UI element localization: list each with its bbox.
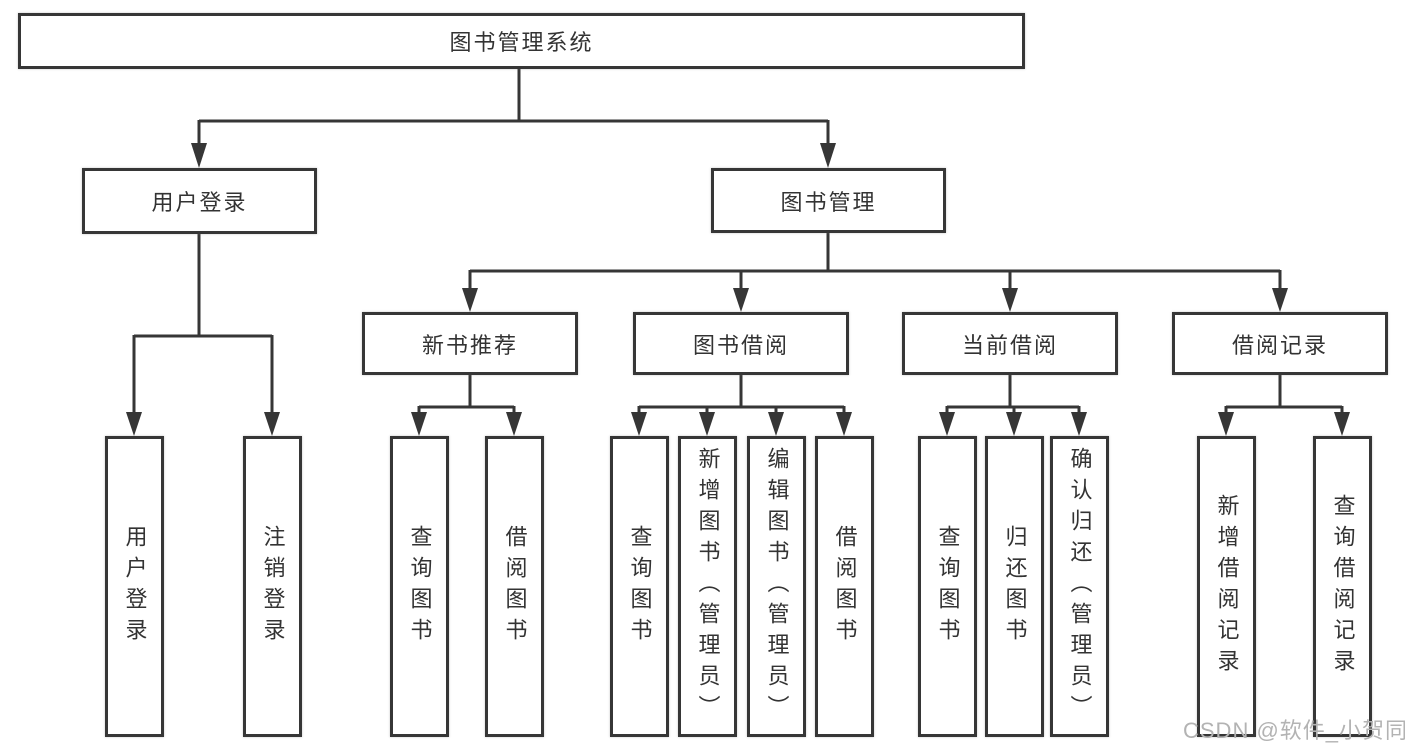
leaf-confirm-return-admin: 确认归还（管理员） xyxy=(1050,436,1109,737)
leaf-borrow-book: 借阅图书 xyxy=(815,436,874,737)
leaf-logout: 注销登录 xyxy=(243,436,302,737)
leaf-borrow-book-recommend: 借阅图书 xyxy=(485,436,544,737)
node-new-book-recommend: 新书推荐 xyxy=(362,312,578,375)
leaf-query-book-current: 查询图书 xyxy=(918,436,977,737)
leaf-query-book-borrow: 查询图书 xyxy=(610,436,669,737)
leaf-query-borrow-record: 查询借阅记录 xyxy=(1313,436,1372,737)
node-root: 图书管理系统 xyxy=(18,13,1025,69)
leaf-query-book-recommend: 查询图书 xyxy=(390,436,449,737)
node-book-borrow: 图书借阅 xyxy=(633,312,849,375)
node-user-login: 用户登录 xyxy=(82,168,317,234)
node-borrow-records: 借阅记录 xyxy=(1172,312,1388,375)
leaf-return-book: 归还图书 xyxy=(985,436,1044,737)
node-current-borrow: 当前借阅 xyxy=(902,312,1118,375)
leaf-add-borrow-record: 新增借阅记录 xyxy=(1197,436,1256,737)
watermark-text: CSDN @软件_小贺同学 xyxy=(1183,718,1405,743)
leaf-add-book-admin: 新增图书（管理员） xyxy=(678,436,737,737)
node-book-management: 图书管理 xyxy=(711,168,946,233)
leaf-edit-book-admin: 编辑图书（管理员） xyxy=(747,436,806,737)
leaf-user-login: 用户登录 xyxy=(105,436,164,737)
